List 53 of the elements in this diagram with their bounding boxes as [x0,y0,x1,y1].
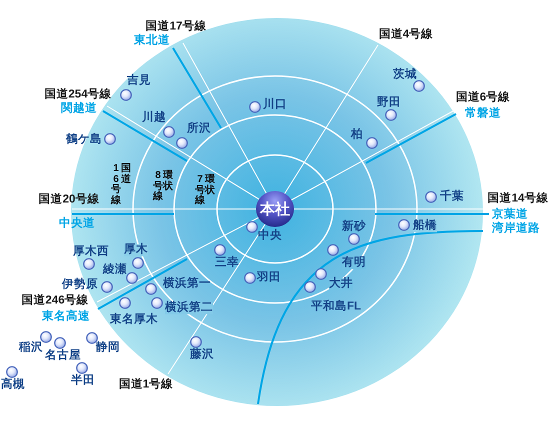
place-label: 三幸 [215,257,239,269]
ring-road-label: 環状7号線 [195,175,215,206]
place-label: 柏 [351,129,363,141]
place-label: 稲沢 [19,342,43,354]
expressway-label: 関越道 [61,103,97,115]
place-label: 横浜第一 [163,278,211,290]
ring-road-label: 環状8号線 [153,171,173,202]
place-label: 茨城 [393,69,417,81]
place-label: 船橋 [413,220,437,232]
place-label: 川口 [263,99,287,111]
headquarters-label: 本社 [260,202,290,216]
place-label: 名古屋 [45,350,81,362]
expressway-label: 東北道 [134,35,170,47]
place-label: 横浜第二 [165,302,213,314]
place-label: 所沢 [187,123,211,135]
location-dot [54,337,66,349]
place-label: 羽田 [257,272,281,284]
place-label: 厚木 [124,244,148,256]
place-label: 吉見 [127,75,151,87]
location-dot [76,362,88,374]
place-label: 藤沢 [190,349,214,361]
expressway-label: 中央道 [59,218,95,230]
place-label: 大井 [329,278,353,290]
road-label: 国道14号線 [488,193,548,205]
expressway-label: 京葉道 [492,209,528,221]
place-label: 平和島FL [310,301,362,313]
place-label: 川越 [142,112,166,124]
expressway-label: 常磐道 [465,108,501,120]
place-label: 静岡 [96,342,120,354]
place-label: 野田 [377,97,401,109]
place-label: 千葉 [440,191,464,203]
expressway-label: 湾岸道路 [492,223,540,235]
place-label: 有明 [342,257,366,269]
ring-road-label: 国道16号線 [111,164,131,206]
road-label: 国道4号線 [378,29,434,41]
location-dot [40,331,52,343]
road-label: 国道246号線 [21,295,89,307]
road-label: 国道1号線 [118,379,174,391]
place-label: 伊勢原 [62,279,98,291]
place-label: 東名厚木 [110,314,158,326]
place-label: 厚木西 [73,246,109,258]
location-dot [6,366,18,378]
road-label: 国道254号線 [44,89,112,101]
place-label: 新砂 [342,221,366,233]
expressway-label: 東名高速 [42,311,90,323]
road-label: 国道20号線 [38,194,100,206]
place-label: 綾瀬 [103,264,127,276]
road-label: 国道6号線 [456,92,510,104]
place-label: 鶴ケ島 [66,134,102,146]
road-label: 国道17号線 [146,21,206,33]
place-label: 中央 [258,230,282,242]
place-label: 高槻 [1,379,25,391]
place-label: 半田 [71,375,95,387]
